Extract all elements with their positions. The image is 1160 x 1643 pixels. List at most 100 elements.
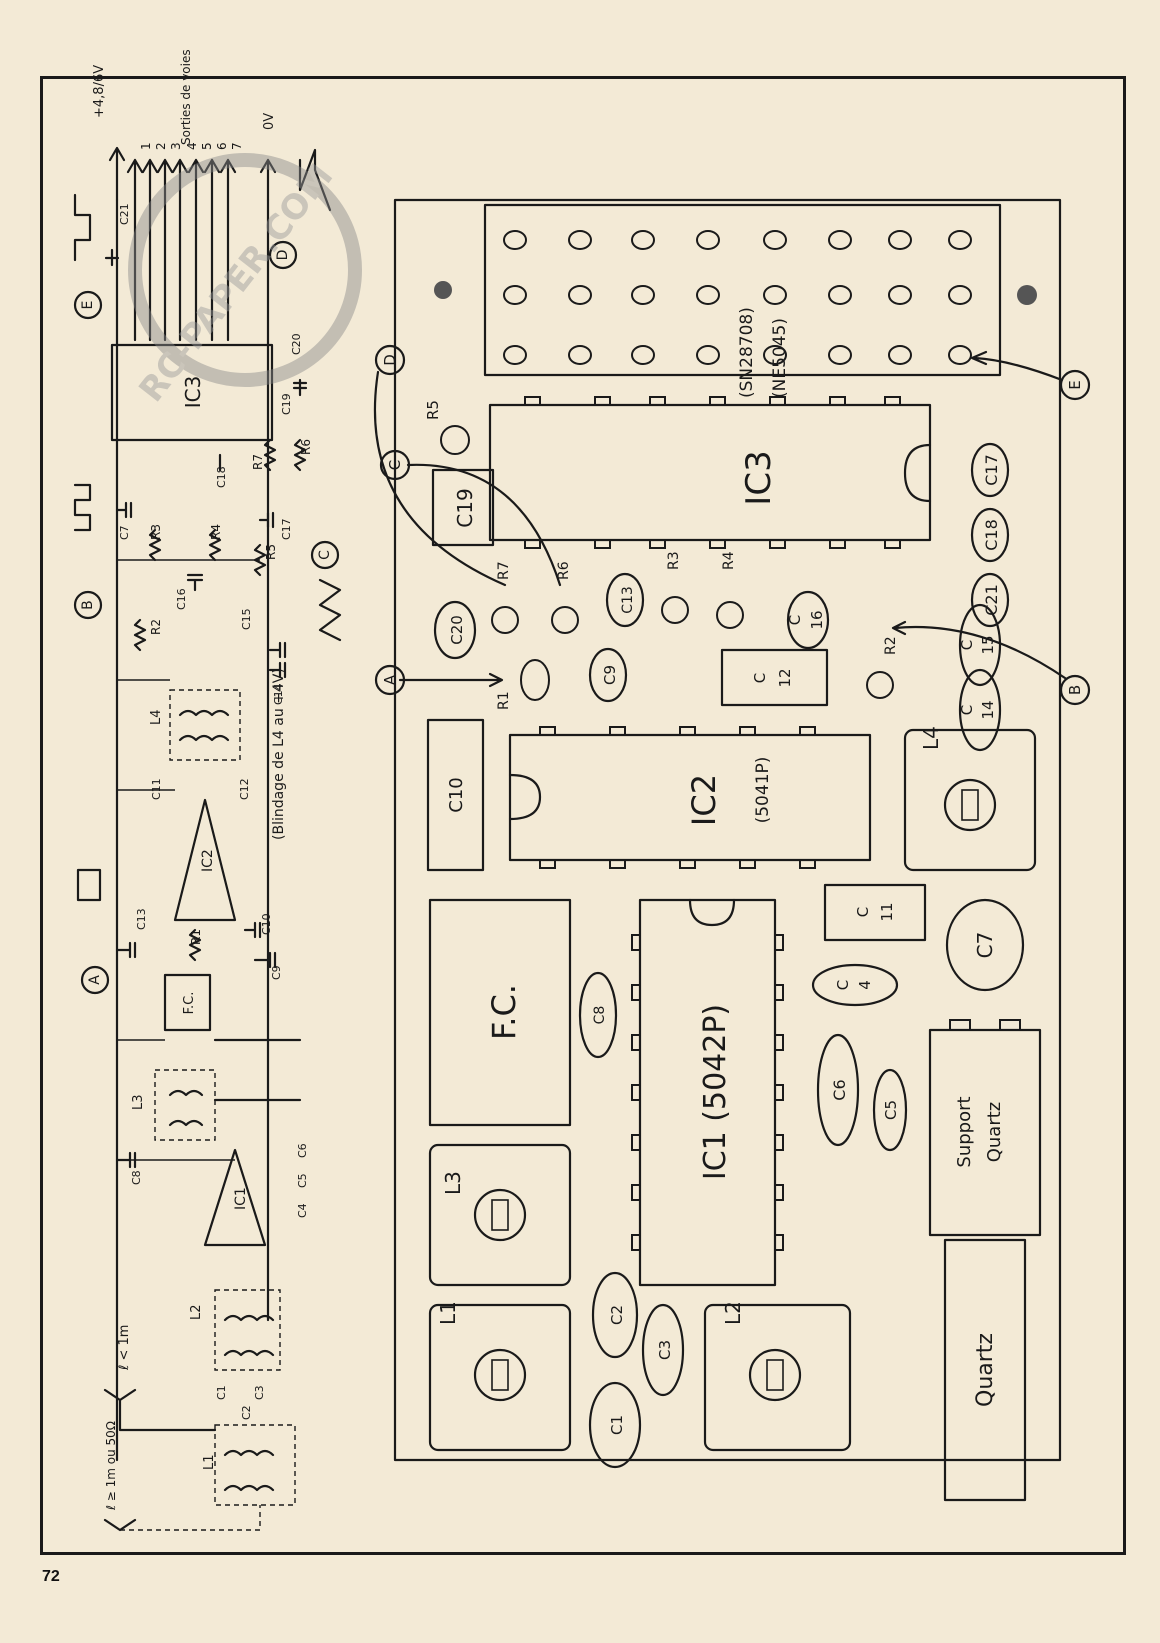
svg-text:12: 12 <box>776 668 794 687</box>
power-label: +4,8/6V <box>92 65 107 118</box>
c8-part <box>578 971 618 1059</box>
svg-text:C7: C7 <box>973 932 997 959</box>
r2-pad <box>866 671 894 699</box>
channel-outputs <box>108 146 277 342</box>
svg-text:C5: C5 <box>296 1173 309 1188</box>
svg-text:R7: R7 <box>496 561 512 580</box>
svg-text:C7: C7 <box>118 525 131 540</box>
svg-text:C2: C2 <box>240 1405 253 1420</box>
r1-pad <box>520 659 550 701</box>
svg-text:R2: R2 <box>149 619 163 635</box>
svg-text:L3: L3 <box>441 1171 465 1195</box>
ic1-amp <box>203 1148 267 1247</box>
schematic-test-points: E D B C A <box>73 240 340 995</box>
c1-part <box>588 1381 642 1469</box>
ch7: 7 <box>230 142 244 150</box>
c21-part <box>970 572 1010 628</box>
svg-text:C1: C1 <box>215 1385 228 1400</box>
svg-text:C8: C8 <box>592 1006 608 1025</box>
ic3-footprint <box>488 403 932 542</box>
ch1: 1 <box>139 142 153 150</box>
svg-text:L2: L2 <box>721 1301 745 1325</box>
svg-text:F.C.: F.C. <box>485 984 523 1040</box>
svg-text:(NE5045): (NE5045) <box>770 318 790 398</box>
c20-part <box>433 600 477 660</box>
l3-board <box>428 1143 572 1287</box>
ch6: 6 <box>215 142 229 150</box>
c10-part <box>426 718 485 872</box>
ic2-footprint <box>508 733 872 862</box>
svg-text:C12: C12 <box>238 778 251 800</box>
svg-text:IC3: IC3 <box>739 450 779 505</box>
svg-text:IC1 (5042P): IC1 (5042P) <box>698 1004 733 1180</box>
svg-text:11: 11 <box>878 902 896 921</box>
c2-part <box>591 1271 639 1359</box>
svg-text:C: C <box>317 550 333 560</box>
c5-part <box>872 1068 908 1152</box>
svg-text:Quartz: Quartz <box>984 1102 1005 1163</box>
svg-text:B: B <box>80 600 96 610</box>
waveform-d <box>298 148 332 212</box>
svg-text:C: C <box>386 460 404 470</box>
svg-text:R1: R1 <box>496 691 512 710</box>
svg-text:L4: L4 <box>919 726 943 750</box>
svg-text:C: C <box>786 615 804 625</box>
svg-text:C14: C14 <box>272 683 285 705</box>
l2-shield <box>214 1289 281 1371</box>
svg-text:E: E <box>1066 380 1084 389</box>
svg-text:D: D <box>381 354 399 366</box>
pin-header-pads <box>503 230 972 365</box>
ch5: 5 <box>200 142 214 150</box>
svg-text:C3: C3 <box>253 1385 266 1400</box>
fc-board <box>428 898 572 1127</box>
svg-text:ℓ ≥ 1m ou 50Ω: ℓ ≥ 1m ou 50Ω <box>104 1421 118 1511</box>
svg-text:R3: R3 <box>149 524 163 540</box>
c19-part <box>431 468 495 547</box>
l2-board <box>703 1303 852 1452</box>
svg-text:(SN28708): (SN28708) <box>737 307 757 398</box>
svg-text:C: C <box>958 705 976 715</box>
r6-resistor <box>293 438 307 472</box>
r7-resistor <box>263 438 277 472</box>
svg-text:C3: C3 <box>656 1340 674 1360</box>
waveform-e <box>73 193 92 262</box>
svg-text:R5: R5 <box>424 400 442 420</box>
crystal-symbol <box>76 868 102 902</box>
svg-text:Quartz: Quartz <box>973 1333 998 1407</box>
svg-text:R2: R2 <box>883 636 899 655</box>
l1-board <box>428 1303 572 1452</box>
r4-resistor <box>208 528 222 562</box>
svg-text:C: C <box>834 980 852 990</box>
svg-text:Support: Support <box>954 1096 975 1167</box>
ic3-label: IC3 <box>181 376 205 409</box>
svg-text:C4: C4 <box>296 1203 309 1218</box>
c3-part <box>641 1303 685 1397</box>
svg-text:D: D <box>275 250 291 261</box>
mount-hole <box>434 281 452 299</box>
svg-text:A: A <box>87 975 103 985</box>
svg-text:L3: L3 <box>131 1094 146 1110</box>
svg-text:R1: R1 <box>189 929 203 945</box>
svg-text:IC2: IC2 <box>685 774 723 826</box>
ch4: 4 <box>185 142 199 150</box>
c7-part <box>945 898 1025 992</box>
svg-text:A: A <box>381 674 399 685</box>
svg-text:R3: R3 <box>666 551 682 570</box>
svg-text:R5: R5 <box>264 544 278 560</box>
waveform-b <box>73 483 92 532</box>
svg-text:4: 4 <box>856 980 874 990</box>
svg-text:C13: C13 <box>135 908 148 930</box>
l3-shield <box>154 1069 216 1141</box>
svg-text:R6: R6 <box>556 561 572 580</box>
c6-part <box>816 1033 860 1147</box>
svg-text:C17: C17 <box>982 454 1001 486</box>
r7-pad <box>491 606 519 634</box>
r3-resistor <box>148 528 162 562</box>
c11-part <box>823 883 927 942</box>
ic1-footprint <box>638 898 777 1287</box>
svg-text:B: B <box>1066 685 1084 695</box>
l1-shield <box>214 1424 296 1506</box>
fc-block <box>163 973 212 1032</box>
r3-pad <box>661 596 689 624</box>
svg-text:C10: C10 <box>446 777 467 812</box>
